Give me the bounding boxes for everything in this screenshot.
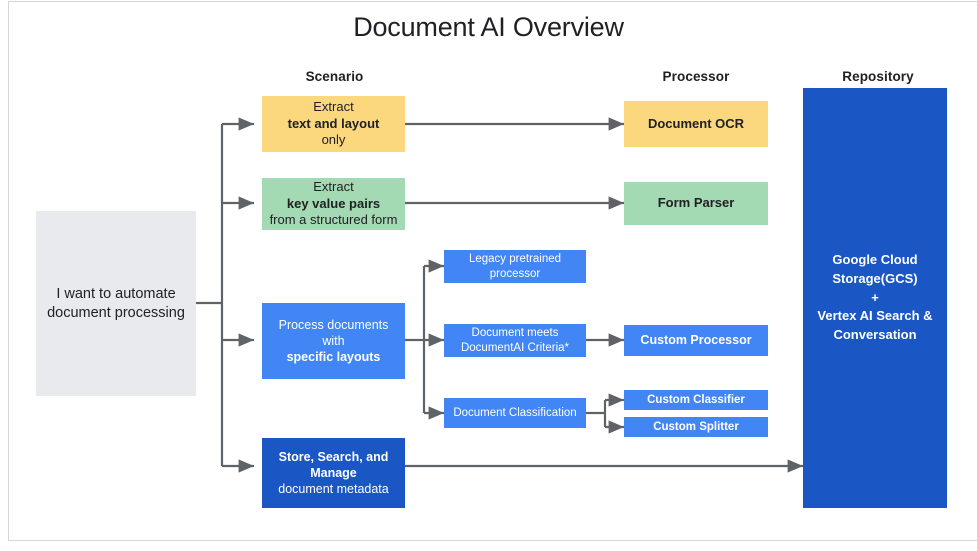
scenario-extract-key-value-pairs[interactable]: Extract key value pairs from a structure… [262, 178, 405, 230]
processor-label: Custom Classifier [647, 393, 745, 406]
scenario-process-specific-layouts[interactable]: Process documents with specific layouts [262, 303, 405, 379]
page-title: Document AI Overview [353, 12, 624, 42]
processor-label: Form Parser [657, 195, 735, 211]
scenario-extract-text-layout[interactable]: Extract text and layout only [262, 96, 405, 152]
column-header-scenario: Scenario [305, 69, 364, 84]
scenario-label: Extract text and layout only [287, 98, 380, 148]
repository-line: Vertex AI Search & [817, 308, 933, 324]
decision-label: Legacy pretrained processor [468, 252, 562, 280]
processor-document-ocr[interactable]: Document OCR [624, 101, 768, 147]
repository-line: Storage(GCS) [832, 270, 918, 286]
scenario-store-search-manage[interactable]: Store, Search, and Manage document metad… [262, 438, 405, 508]
column-header-processor: Processor [662, 69, 730, 84]
repository-line: Google Cloud [832, 251, 918, 267]
processor-custom-processor[interactable]: Custom Processor [624, 325, 768, 356]
processor-label: Custom Splitter [653, 420, 739, 433]
processor-form-parser[interactable]: Form Parser [624, 182, 768, 225]
column-header-repository: Repository [842, 69, 914, 84]
scenario-label: Extract key value pairs from a structure… [269, 178, 398, 228]
processor-label: Document OCR [647, 115, 745, 131]
decision-label: Document Classification [453, 406, 577, 419]
scenario-label: Store, Search, and Manage document metad… [278, 449, 389, 497]
decision-document-classification[interactable]: Document Classification [444, 398, 586, 428]
processor-custom-classifier[interactable]: Custom Classifier [624, 390, 768, 410]
scenario-label: Process documents with specific layouts [278, 317, 389, 365]
decision-label: Document meets DocumentAI Criteria* [460, 326, 569, 354]
decision-document-meets-criteria[interactable]: Document meets DocumentAI Criteria* [444, 324, 586, 357]
processor-label: Custom Processor [640, 333, 752, 348]
repository-line: + [871, 289, 879, 305]
entry-node-label: I want to automate document processing [47, 285, 185, 321]
repository-node[interactable]: Google Cloud Storage(GCS) + Vertex AI Se… [803, 88, 947, 508]
processor-custom-splitter[interactable]: Custom Splitter [624, 417, 768, 437]
repository-line: Conversation [833, 327, 917, 343]
decision-legacy-pretrained-processor[interactable]: Legacy pretrained processor [444, 250, 586, 283]
entry-node[interactable]: I want to automate document processing [36, 211, 196, 396]
